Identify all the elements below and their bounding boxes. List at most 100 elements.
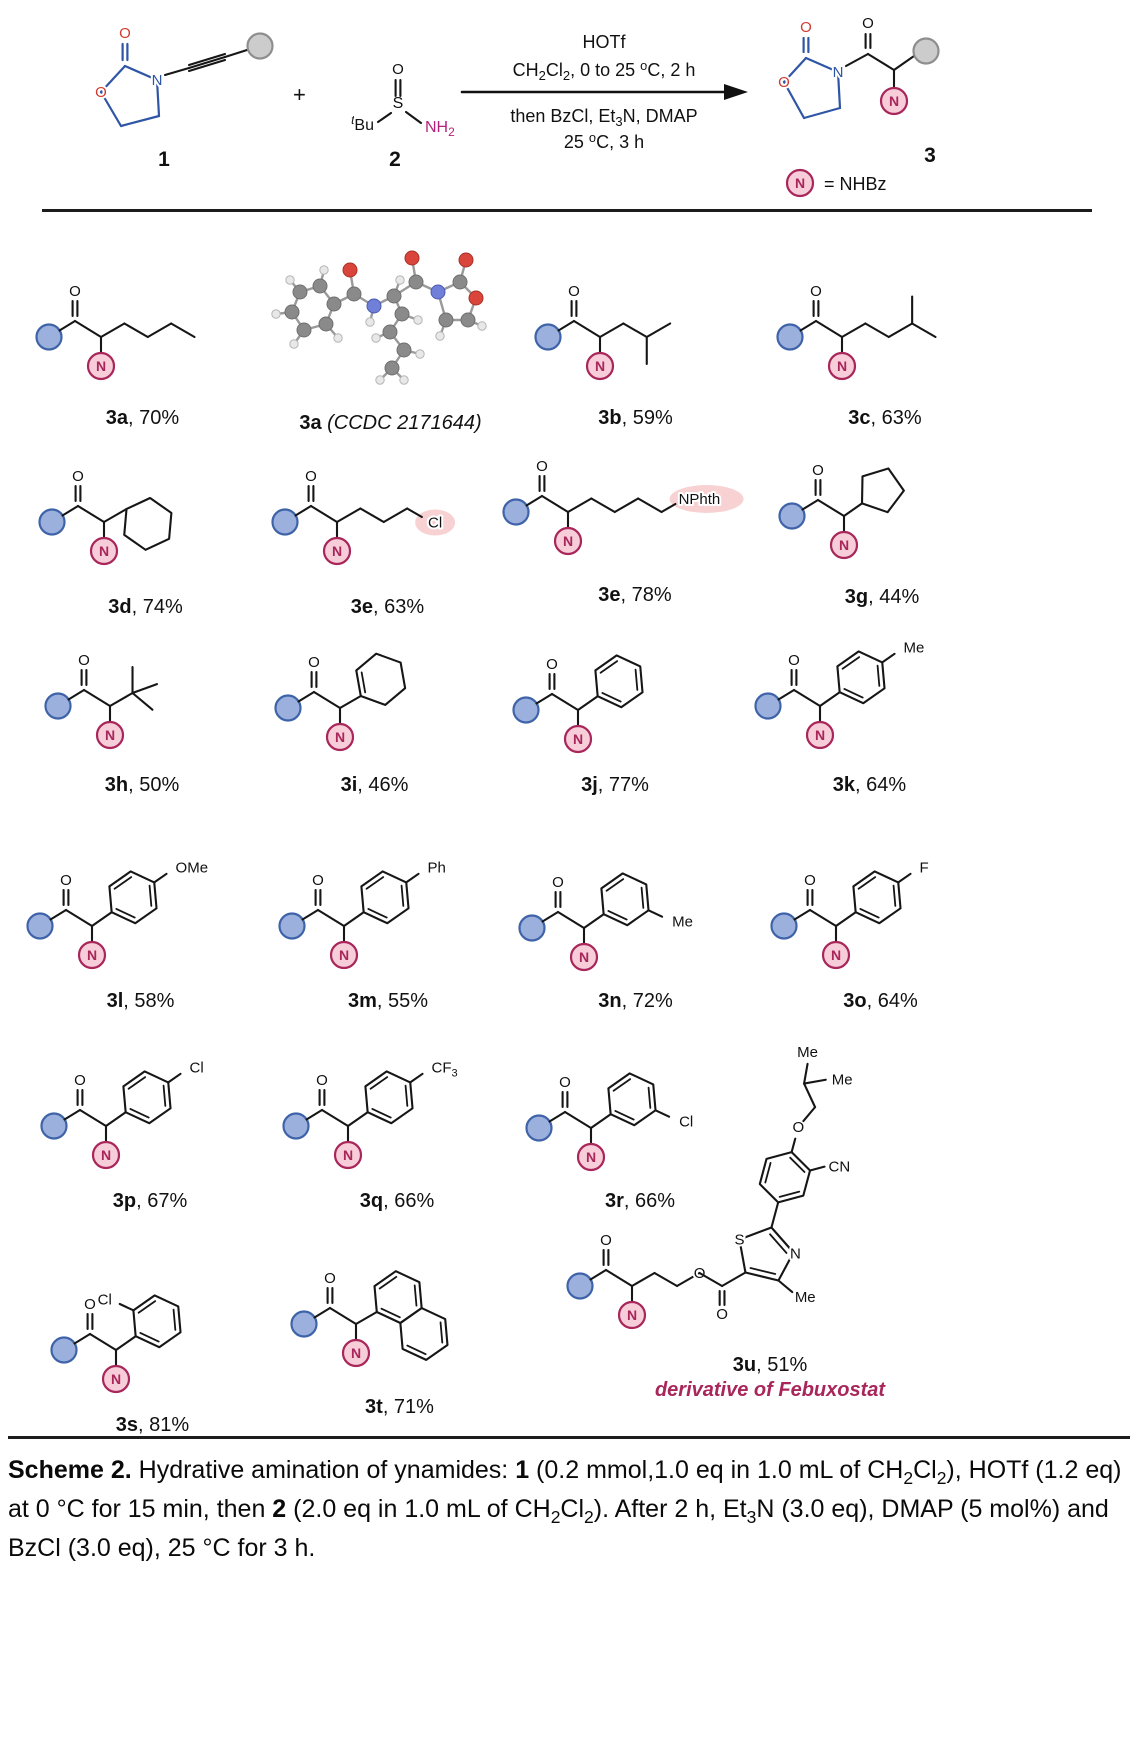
product-label: 3h, 50% [104, 774, 180, 796]
product-label: 3p, 67% [112, 1190, 188, 1212]
product-label: 3o, 64% [843, 990, 918, 1012]
nhbz-circle [785, 168, 815, 198]
svg-text:N: N [101, 1147, 111, 1163]
svg-text:N: N [579, 949, 589, 965]
svg-text:O: O [95, 84, 107, 101]
oxazolidinone-circle [26, 912, 54, 940]
svg-text:O: O [788, 652, 800, 669]
structure-isopentyl: ON [776, 281, 937, 381]
svg-text:O: O [392, 61, 404, 78]
svg-text:N: N [332, 543, 342, 559]
product-label: 3e, 63% [350, 596, 425, 618]
oxazolidinone-circle [38, 508, 66, 536]
nhbz-circle [827, 351, 857, 381]
top-divider [42, 209, 1092, 212]
product-label: 3g, 44% [844, 586, 920, 608]
nhbz-circle [86, 351, 116, 381]
oxazolidinone-circle [512, 696, 540, 724]
svg-text:N: N [99, 543, 109, 559]
oxazolidinone-circle [502, 498, 530, 526]
svg-text:Cl: Cl [679, 1113, 693, 1130]
svg-text:S: S [393, 95, 404, 112]
nhbz-circle [89, 536, 119, 566]
svg-text:N: N [96, 358, 106, 374]
svg-text:N: N [87, 947, 97, 963]
product-label: 3q, 66% [359, 1190, 435, 1212]
structure-4-fluorophenyl: ONF [770, 857, 931, 970]
oxazolidinone-circle [50, 1336, 78, 1364]
svg-text:Me: Me [832, 1072, 853, 1089]
compound-2-number: 2 [389, 148, 401, 171]
oxazolidinone-circle [271, 508, 299, 536]
svg-text:O: O [316, 1072, 328, 1089]
svg-text:CN: CN [829, 1159, 851, 1176]
svg-text:O: O [119, 25, 131, 42]
highlight-ellipse [415, 509, 456, 536]
oxazolidinone-circle [754, 692, 782, 720]
structure-tert-butyl: ON [44, 650, 158, 750]
structure-isobutyl: ON [534, 281, 672, 381]
svg-text:N: N [105, 727, 115, 743]
product-label: 3i, 46% [340, 774, 409, 796]
nhbz-circle [325, 722, 355, 752]
product-p3u: ONOOSNMeCNOMeMe3u, 51%derivative of Febu… [560, 1044, 1035, 1402]
product-label: 3b, 59% [598, 407, 673, 429]
svg-text:Me: Me [904, 639, 925, 656]
svg-text:Me: Me [795, 1289, 816, 1306]
oxazolidinone-circle [40, 1112, 68, 1140]
svg-text:O: O [552, 874, 564, 891]
svg-text:O: O [568, 283, 580, 300]
svg-text:O: O [778, 74, 790, 91]
svg-text:O: O [804, 872, 816, 889]
oxazolidinone-circle [776, 323, 804, 351]
svg-text:tBu: tBu [351, 113, 374, 134]
svg-text:O: O [810, 283, 822, 300]
structure-cyclopentyl: ON [778, 460, 905, 560]
svg-text:O: O [812, 462, 824, 479]
nhbz-circle [805, 720, 835, 750]
compound-1-structure: O O N [93, 23, 274, 128]
svg-text:N: N [152, 72, 163, 89]
svg-text:N: N [889, 93, 899, 109]
product-label: 3d, 74% [108, 596, 183, 618]
plus-sign: + [293, 82, 306, 107]
product-label: 3a, 70% [105, 407, 180, 429]
febuxostat-note: derivative of Febuxostat [654, 1379, 886, 1401]
nhbz-circle [563, 724, 593, 754]
oxazolidinone-circle [534, 323, 562, 351]
oxazolidinone-circle [566, 1272, 594, 1300]
product-p3e: O N Cl 3e, 63% [265, 432, 510, 619]
svg-text:N: N [111, 1371, 121, 1387]
highlight-ellipse [669, 485, 744, 513]
svg-text:Me: Me [797, 1044, 818, 1061]
svg-text:NPhth: NPhth [679, 491, 721, 508]
structure-febuxostat-ester: ONOOSNMeCNOMeMe [566, 1044, 855, 1330]
product-label: 3a (CCDC 2171644) [299, 412, 482, 434]
svg-text:OMe: OMe [176, 859, 209, 876]
compound-3-number: 3 [924, 144, 936, 167]
svg-text:O: O [312, 872, 324, 889]
svg-text:HOTf: HOTf [583, 32, 627, 52]
product-label: 3e, 78% [598, 584, 672, 606]
oxazolidinone-circle [770, 912, 798, 940]
svg-text:N: N [343, 1147, 353, 1163]
svg-text:Cl: Cl [428, 515, 442, 532]
svg-text:O: O [305, 468, 317, 485]
svg-text:N: N [586, 1149, 596, 1165]
product-label: 3l, 58% [106, 990, 175, 1012]
nhbz-circle [95, 720, 125, 750]
